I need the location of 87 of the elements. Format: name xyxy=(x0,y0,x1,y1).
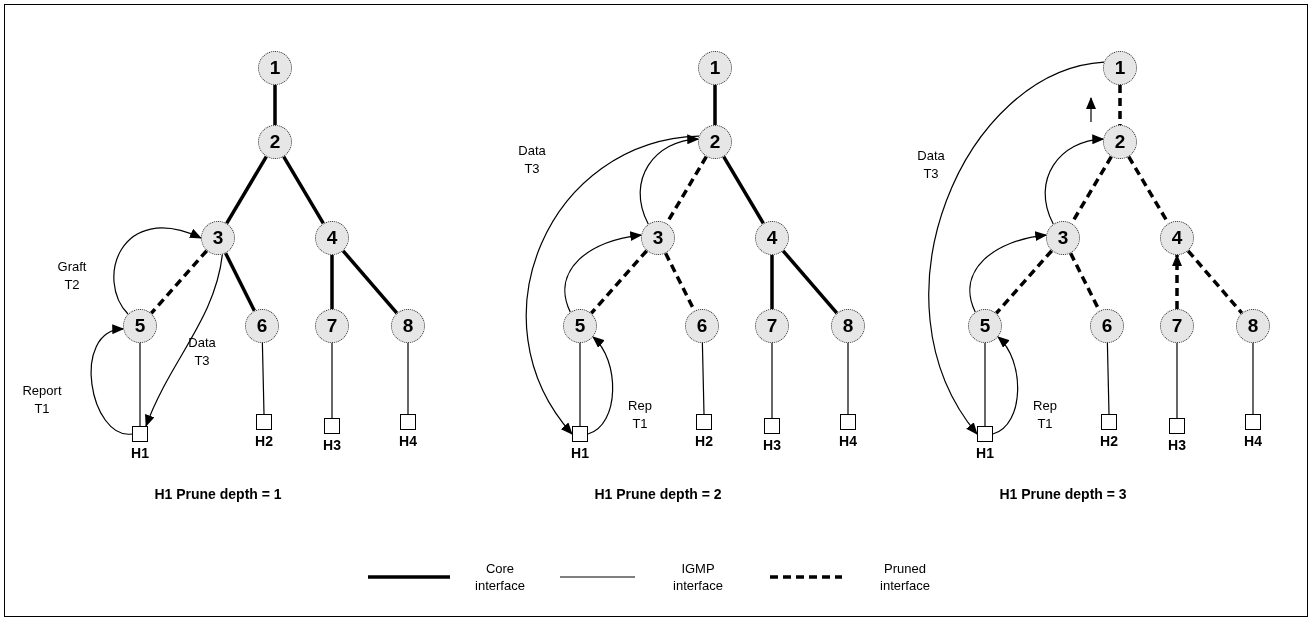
host-label: H4 xyxy=(399,433,417,449)
router-node: 7 xyxy=(315,309,349,343)
link-line xyxy=(341,249,399,315)
edge-label: Report T1 xyxy=(22,382,62,418)
edge-label: Data T3 xyxy=(518,142,546,178)
panel-title: H1 Prune depth = 1 xyxy=(154,485,282,504)
link-line xyxy=(770,255,774,309)
edge-label: Rep T1 xyxy=(628,397,652,433)
host-label: H2 xyxy=(1100,433,1118,449)
edge-label: Graft T2 xyxy=(57,258,87,294)
edge-label: Data T3 xyxy=(188,334,216,370)
host-label: H4 xyxy=(839,433,857,449)
router-node: 1 xyxy=(1103,51,1137,85)
link-line xyxy=(149,249,209,315)
edge-label: Data T3 xyxy=(917,147,945,183)
curved-arrow xyxy=(564,231,643,313)
link-line xyxy=(1186,249,1244,315)
host-label: H1 xyxy=(571,445,589,461)
curved-arrow xyxy=(639,135,700,225)
router-node: 1 xyxy=(258,51,292,85)
link-line xyxy=(139,342,141,427)
curved-arrow xyxy=(90,326,133,435)
link-line xyxy=(579,342,581,427)
host-label: H2 xyxy=(695,433,713,449)
link-line xyxy=(994,249,1054,315)
legend-text: IGMP interface xyxy=(673,560,723,594)
link-line xyxy=(282,155,325,225)
panel-title: H1 Prune depth = 3 xyxy=(999,485,1127,504)
link-line xyxy=(771,342,773,419)
link-line xyxy=(781,249,839,315)
curved-arrow xyxy=(587,336,614,435)
link-line xyxy=(273,85,277,125)
host-label: H3 xyxy=(1168,437,1186,453)
host-label: H1 xyxy=(976,445,994,461)
router-node: 8 xyxy=(391,309,425,343)
link-line xyxy=(713,85,717,125)
curved-arrow xyxy=(113,227,202,315)
link-line xyxy=(847,342,849,415)
router-node: 3 xyxy=(1046,221,1080,255)
router-node: 5 xyxy=(563,309,597,343)
host-label: H3 xyxy=(323,437,341,453)
router-node: 1 xyxy=(698,51,732,85)
router-node: 4 xyxy=(755,221,789,255)
panel-title: H1 Prune depth = 2 xyxy=(594,485,722,504)
link-line xyxy=(722,155,765,225)
router-node: 6 xyxy=(245,309,279,343)
curved-arrow xyxy=(145,253,223,427)
router-node: 3 xyxy=(201,221,235,255)
router-node: 8 xyxy=(1236,309,1270,343)
curved-arrow xyxy=(1044,135,1105,225)
link-line xyxy=(1172,254,1182,309)
router-node: 4 xyxy=(315,221,349,255)
link-line xyxy=(984,342,986,427)
curved-arrow xyxy=(525,135,700,435)
host-label: H2 xyxy=(255,433,273,449)
router-node: 2 xyxy=(258,125,292,159)
link-line xyxy=(330,255,334,309)
link-line xyxy=(331,342,333,419)
router-node: 6 xyxy=(1090,309,1124,343)
curved-arrow xyxy=(992,336,1019,435)
curved-arrow xyxy=(969,231,1048,313)
link-line xyxy=(1176,342,1178,419)
router-node: 5 xyxy=(968,309,1002,343)
link-line xyxy=(701,342,705,415)
router-node: 2 xyxy=(698,125,732,159)
router-node: 6 xyxy=(685,309,719,343)
router-node: 2 xyxy=(1103,125,1137,159)
link-line xyxy=(225,155,268,225)
router-node: 3 xyxy=(641,221,675,255)
curved-arrow xyxy=(928,61,1105,435)
legend-text: Pruned interface xyxy=(880,560,930,594)
link-line xyxy=(224,252,256,312)
router-node: 5 xyxy=(123,309,157,343)
edge-label: Rep T1 xyxy=(1033,397,1057,433)
router-node: 4 xyxy=(1160,221,1194,255)
host-label: H3 xyxy=(763,437,781,453)
link-line xyxy=(1106,342,1110,415)
host-label: H4 xyxy=(1244,433,1262,449)
link-line xyxy=(261,342,265,415)
link-line xyxy=(589,249,649,315)
router-node: 7 xyxy=(1160,309,1194,343)
router-node: 8 xyxy=(831,309,865,343)
host-label: H1 xyxy=(131,445,149,461)
link-line xyxy=(407,342,409,415)
legend-text: Core interface xyxy=(475,560,525,594)
link-line xyxy=(1252,342,1254,415)
router-node: 7 xyxy=(755,309,789,343)
